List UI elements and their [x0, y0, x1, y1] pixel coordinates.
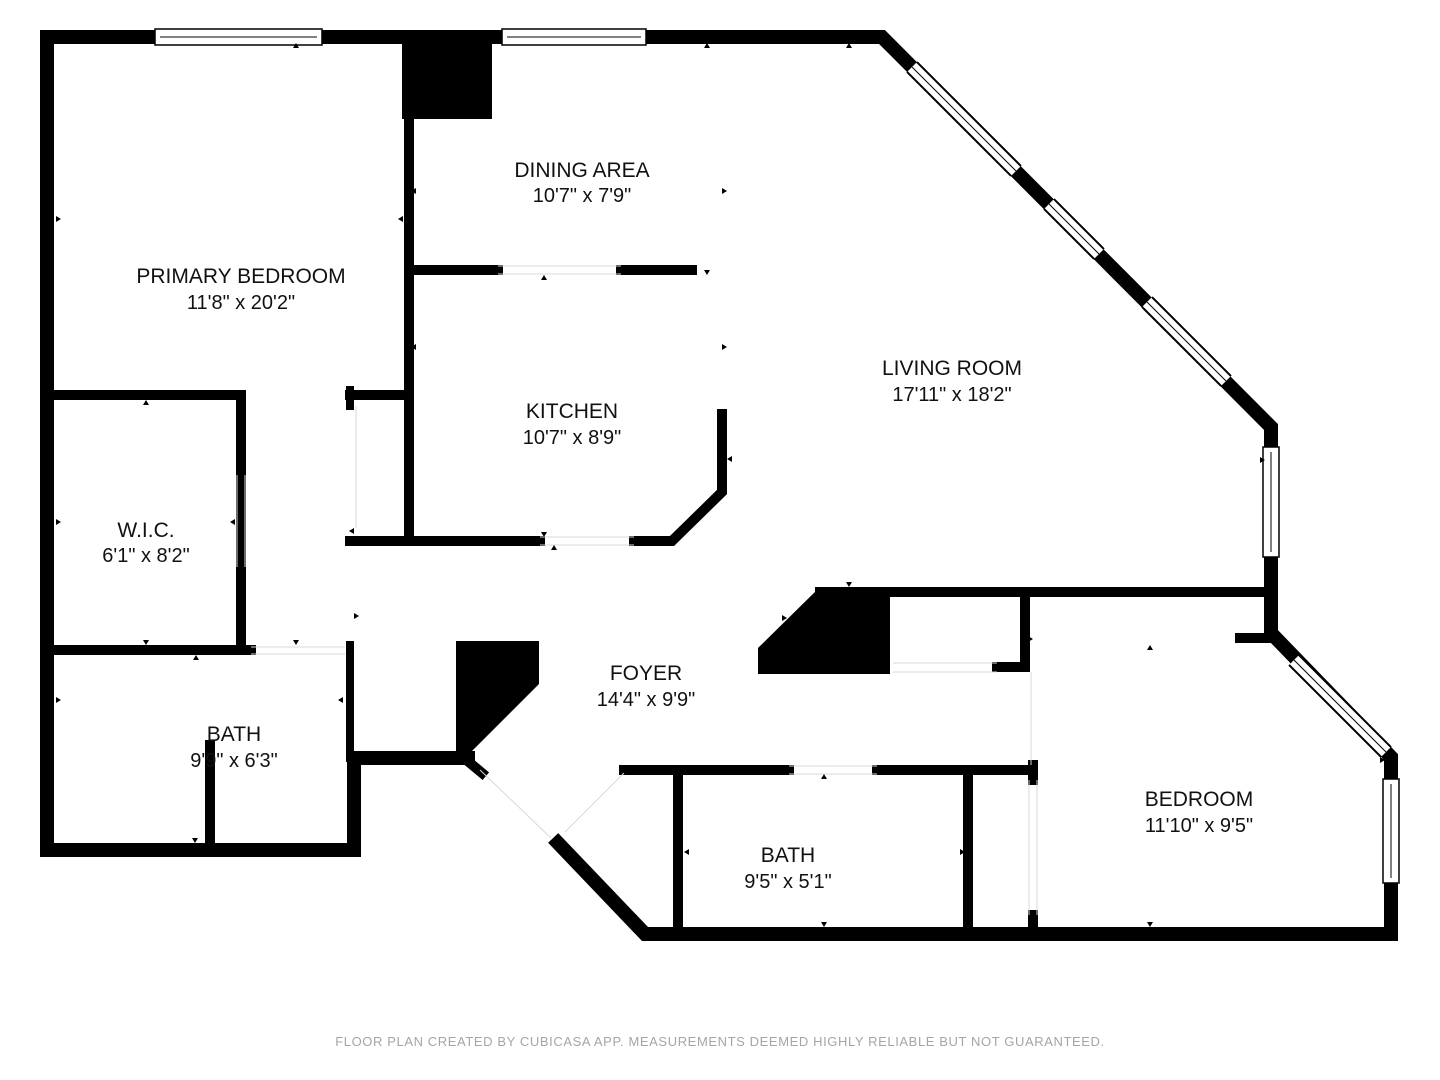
closet-mass	[758, 587, 890, 674]
label-kitchen-size: 10'7" x 8'9"	[523, 427, 622, 449]
window-dining	[501, 28, 647, 46]
marker	[960, 849, 965, 855]
opening-bedroom-door	[1028, 780, 1038, 915]
label-bath-primary-size: 9'9" x 6'3"	[190, 750, 277, 772]
marker	[143, 640, 149, 645]
marker	[411, 344, 416, 350]
marker	[398, 216, 403, 222]
marker	[1380, 757, 1385, 763]
opening-closet-sliding	[893, 662, 997, 673]
marker	[551, 545, 557, 550]
marker	[56, 697, 61, 703]
dimension-markers	[56, 43, 1385, 927]
marker	[56, 216, 61, 222]
label-bath-hall-name: BATH	[761, 844, 815, 867]
marker	[684, 849, 689, 855]
marker	[192, 838, 198, 843]
marker	[56, 519, 61, 525]
marker	[846, 43, 852, 48]
label-bedroom-size: 11'10" x 9'5"	[1145, 815, 1253, 837]
openings	[236, 265, 1038, 915]
label-wic-size: 6'1" x 8'2"	[102, 545, 189, 567]
label-primary-bedroom-name: PRIMARY BEDROOM	[136, 265, 345, 288]
window-living-diagonal-1	[906, 61, 1022, 177]
label-foyer-size: 14'4" x 9'9"	[597, 689, 696, 711]
label-bedroom-name: BEDROOM	[1145, 788, 1254, 811]
marker	[541, 275, 547, 280]
opening-hall-bath	[789, 765, 877, 775]
marker	[411, 188, 416, 194]
opening-kitchen-foyer	[540, 536, 634, 546]
marker	[722, 188, 727, 194]
marker	[846, 582, 852, 587]
marker	[338, 697, 343, 703]
opening-wic-door	[236, 475, 246, 567]
outer-wall-primary	[40, 30, 475, 857]
opening-dining-kitchen	[498, 265, 621, 275]
label-bath-primary-name: BATH	[207, 723, 261, 746]
window-bedroom-diagonal	[1288, 654, 1392, 758]
label-kitchen-name: KITCHEN	[526, 400, 618, 423]
window-living-east	[1262, 446, 1280, 558]
marker	[293, 43, 299, 48]
label-bath-hall-size: 9'5" x 5'1"	[744, 871, 831, 893]
marker	[349, 528, 354, 534]
label-dining-area-size: 10'7" x 7'9"	[533, 185, 632, 207]
marker	[821, 922, 827, 927]
wall-foyer-diagonal-stub	[456, 750, 490, 781]
label-dining-area-name: DINING AREA	[514, 159, 649, 182]
windows	[154, 28, 1400, 884]
label-foyer-name: FOYER	[610, 662, 682, 685]
marker	[821, 774, 827, 779]
window-primary-bedroom	[154, 28, 323, 46]
marker	[704, 43, 710, 48]
wall-kitchen-south-2	[629, 409, 727, 546]
window-bedroom-east	[1382, 778, 1400, 884]
marker	[1147, 645, 1153, 650]
marker	[230, 519, 235, 525]
marker	[193, 655, 199, 660]
marker	[354, 613, 359, 619]
marker	[1260, 457, 1265, 463]
window-living-diagonal-2	[1043, 198, 1105, 260]
shaft-top	[402, 37, 492, 119]
marker	[143, 400, 149, 405]
opening-entry	[479, 769, 625, 839]
foyer-column	[456, 641, 539, 755]
marker	[541, 532, 547, 537]
marker	[722, 344, 727, 350]
marker	[704, 270, 710, 275]
marker	[1147, 922, 1153, 927]
room-labels: PRIMARY BEDROOM 11'8" x 20'2" DINING ARE…	[102, 159, 1253, 893]
wall-masses	[402, 37, 890, 755]
opening-bath-door	[251, 646, 345, 655]
marker	[293, 640, 299, 645]
marker	[782, 615, 787, 621]
label-living-room-name: LIVING ROOM	[882, 357, 1022, 380]
label-living-room-size: 17'11" x 18'2"	[892, 384, 1011, 406]
window-living-diagonal-3	[1141, 296, 1232, 387]
footer-disclaimer: FLOOR PLAN CREATED BY CUBICASA APP. MEAS…	[335, 1034, 1105, 1049]
label-primary-bedroom-size: 11'8" x 20'2"	[187, 292, 295, 314]
marker	[1028, 636, 1033, 642]
marker	[727, 456, 732, 462]
label-wic-name: W.I.C.	[117, 519, 174, 542]
wall-closet-east	[992, 592, 1030, 672]
